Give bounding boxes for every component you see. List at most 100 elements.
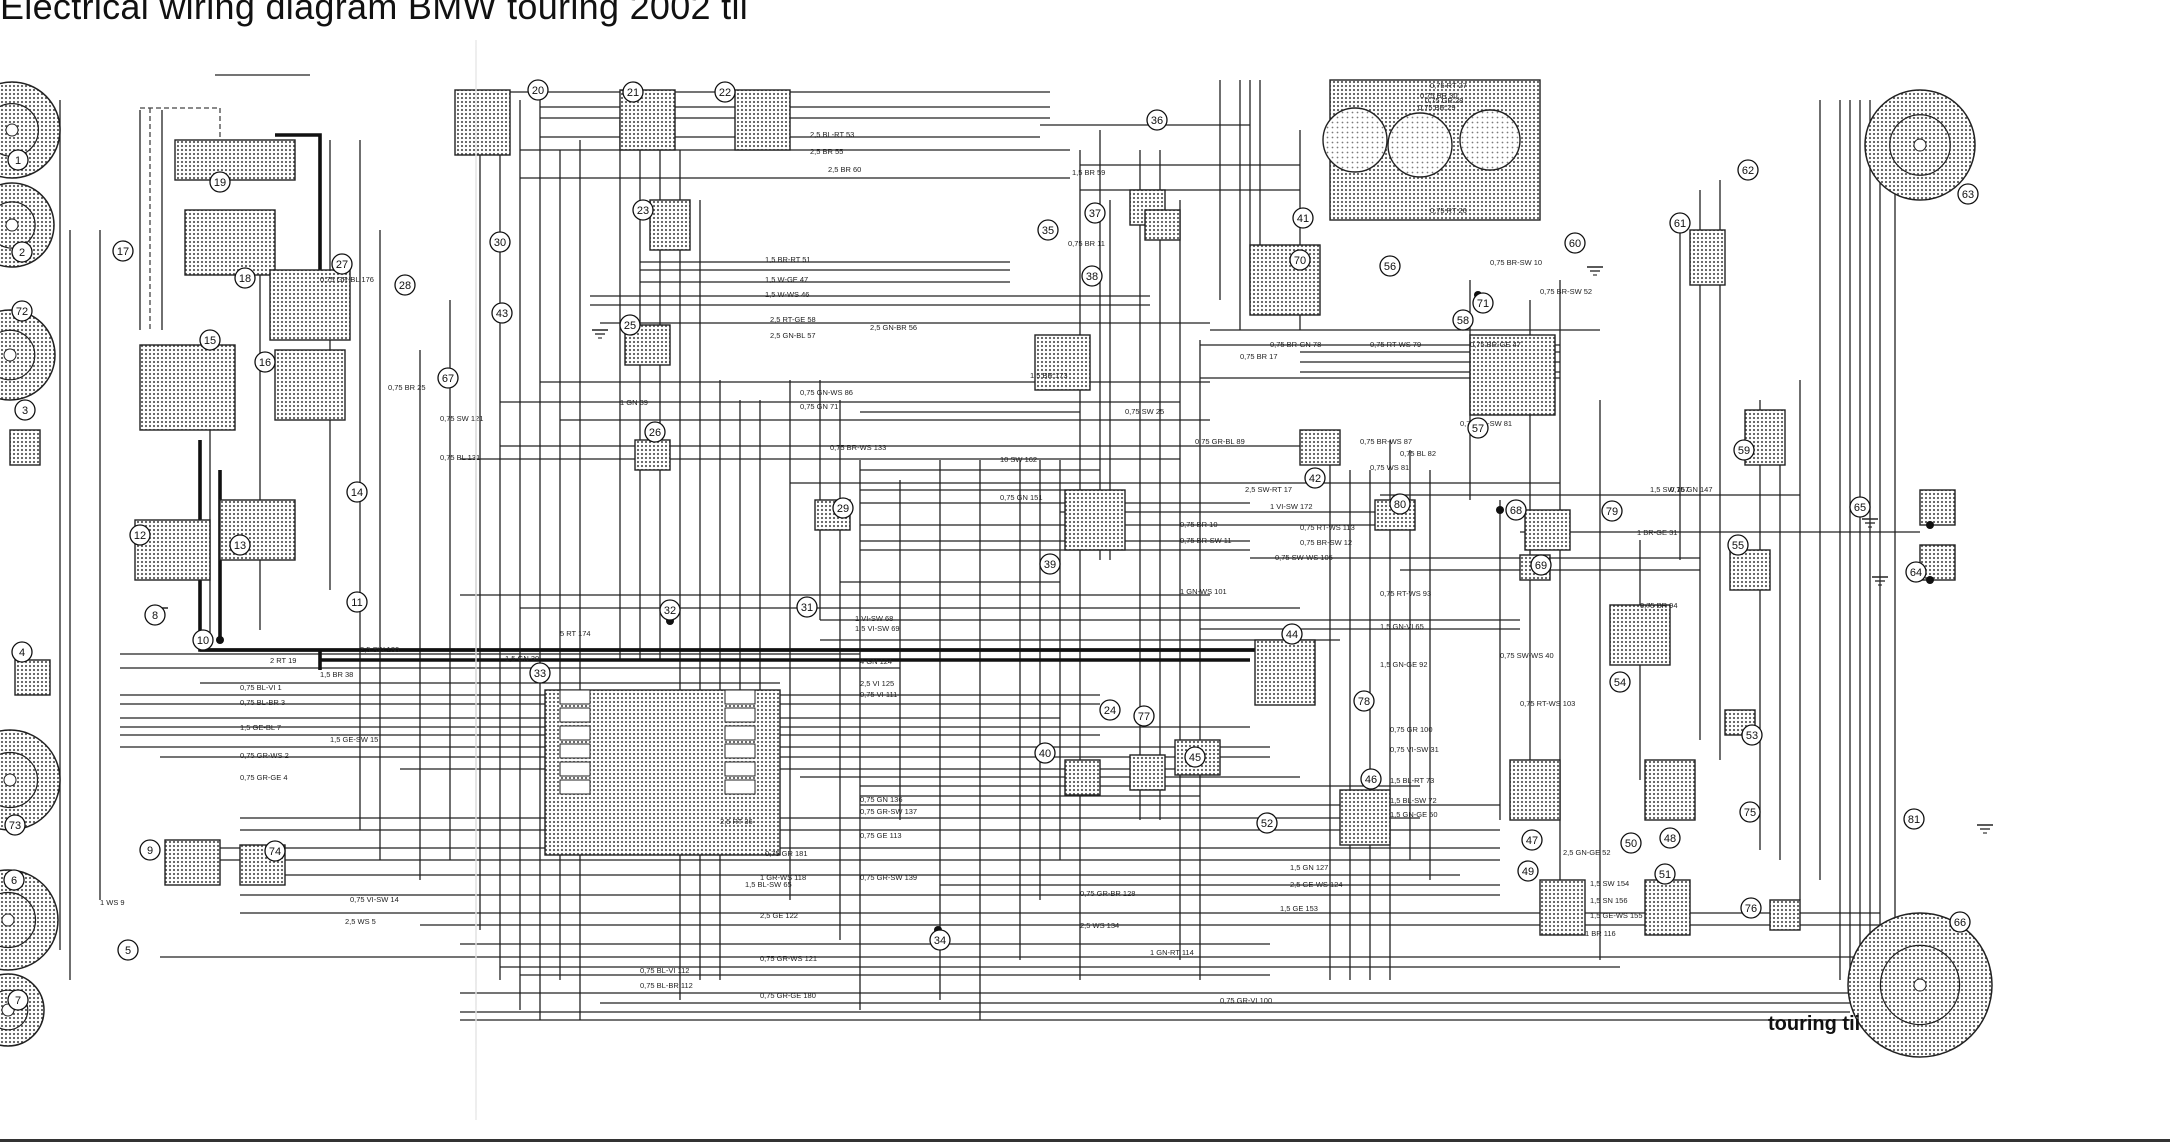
wire-label: 1,5 W-WS 46 <box>765 290 809 299</box>
component-callout-15: 15 <box>199 329 221 351</box>
lamp-72 <box>0 309 56 401</box>
component-callout-38: 38 <box>1081 265 1103 287</box>
wire-label: 2,5 BL-RT 53 <box>810 130 854 139</box>
wire-label: 1,5 SW 167 <box>1650 485 1689 494</box>
component-callout-25: 25 <box>619 314 641 336</box>
wire-label: 0,75 BR-SW 12 <box>1300 538 1352 547</box>
component-callout-35: 35 <box>1037 219 1059 241</box>
wire-label: 1,5 GN-VI 65 <box>1380 622 1424 631</box>
wire-label: 0,75 GR-VI 100 <box>1220 996 1272 1005</box>
svg-text:49: 49 <box>1522 866 1534 878</box>
component-callout-10: 10 <box>192 629 214 651</box>
component-callout-21: 21 <box>622 81 644 103</box>
component-callout-78: 78 <box>1353 690 1375 712</box>
wire-label: 1,5 VI-SW 69 <box>855 624 900 633</box>
wire-label: 5 RT 174 <box>560 629 591 638</box>
component-callout-54: 54 <box>1609 671 1631 693</box>
motor-22 <box>734 89 791 151</box>
wire-label: 1,5 GN 30 <box>505 654 539 663</box>
svg-text:69: 69 <box>1535 560 1547 572</box>
svg-text:48: 48 <box>1664 833 1676 845</box>
svg-text:65: 65 <box>1854 502 1866 514</box>
component-callout-61: 61 <box>1669 212 1691 234</box>
svg-text:9: 9 <box>147 845 153 857</box>
wire-label: 0,75 BL 131 <box>440 453 480 462</box>
component-callout-44: 44 <box>1281 623 1303 645</box>
wire-label: 2,5 GE 122 <box>760 911 798 920</box>
wire-label: 4 GN 124 <box>860 657 892 666</box>
component-callout-6: 6 <box>3 869 25 891</box>
svg-text:62: 62 <box>1742 165 1754 177</box>
svg-text:32: 32 <box>664 605 676 617</box>
svg-text:37: 37 <box>1089 208 1101 220</box>
component-callout-42: 42 <box>1304 467 1326 489</box>
wire-label: 0,75 RT-WS 103 <box>1520 699 1575 708</box>
wire-label-layer: 1,5 BR-RT 51 1,5 W-GE 47 1,5 W-WS 46 2,5 RT… <box>100 81 1713 1005</box>
svg-text:66: 66 <box>1954 917 1966 929</box>
relay-44 <box>1254 639 1316 706</box>
component-callout-63: 63 <box>1957 183 1979 205</box>
connector-4 <box>14 659 51 696</box>
wire-label: 0,75 GE 113 <box>860 831 902 840</box>
svg-text:60: 60 <box>1569 238 1581 250</box>
component-callout-4: 4 <box>11 641 33 663</box>
relay-46 <box>1339 789 1391 846</box>
wire-label: 0,75 VI 111 <box>860 690 897 699</box>
horn-37 <box>1144 209 1181 241</box>
component-callout-20: 20 <box>527 79 549 101</box>
wire-label: 0,75 GR-GE 4 <box>240 773 288 782</box>
component-callout-5: 5 <box>117 939 139 961</box>
relay-49 <box>1539 879 1586 936</box>
wire-label: 0,75 BR 10 <box>1180 520 1218 529</box>
svg-text:23: 23 <box>637 205 649 217</box>
corner-label: touring tii <box>1768 1013 1861 1035</box>
svg-text:1: 1 <box>15 155 21 167</box>
wire-label: 1,5 GE 153 <box>1280 904 1318 913</box>
relay-51 <box>1644 879 1691 936</box>
component-callout-8: 8 <box>144 604 166 626</box>
svg-text:56: 56 <box>1384 261 1396 273</box>
component-callout-57: 57 <box>1467 417 1489 439</box>
wire-label: 2,5 RT 36 <box>720 817 753 826</box>
svg-text:77: 77 <box>1138 711 1150 723</box>
component-callout-81: 81 <box>1903 808 1925 830</box>
component-layer <box>0 79 1993 1058</box>
svg-text:50: 50 <box>1625 838 1637 850</box>
svg-text:6: 6 <box>11 875 17 887</box>
wire-label: 0,75 GN 71 <box>800 402 838 411</box>
component-callout-14: 14 <box>346 481 368 503</box>
svg-text:54: 54 <box>1614 677 1626 689</box>
wire-label: 0,75 GR-WS 121 <box>760 954 817 963</box>
wire-label: 0,75 RT 27 <box>1430 81 1467 90</box>
component-callout-11: 11 <box>346 591 368 613</box>
wire-label: 0,75 GN-WS 86 <box>800 388 853 397</box>
wire-label: 0,75 GR 100 <box>1390 725 1433 734</box>
component-callout-30: 30 <box>489 231 511 253</box>
wire-label: 0,75 GR-SW 139 <box>860 873 917 882</box>
gauge-58 <box>1469 334 1556 416</box>
component-callout-40: 40 <box>1034 742 1056 764</box>
svg-text:14: 14 <box>351 487 363 499</box>
wire-label: 1,5 BL-RT 73 <box>1390 776 1434 785</box>
component-callout-26: 26 <box>644 421 666 443</box>
svg-text:68: 68 <box>1510 505 1522 517</box>
component-callout-48: 48 <box>1659 827 1681 849</box>
wire-label: 1,5 W-GE 47 <box>765 275 808 284</box>
svg-text:2: 2 <box>19 247 25 259</box>
component-callout-52: 52 <box>1256 812 1278 834</box>
wire-label: 0,75 SW-WS 40 <box>1500 651 1554 660</box>
wire-label: 2,5 WS 5 <box>345 917 376 926</box>
svg-text:15: 15 <box>204 335 216 347</box>
wire-label: 1,5 BR-RT 51 <box>765 255 811 264</box>
svg-text:10: 10 <box>197 635 209 647</box>
wire-label: 2,5 SW 130 <box>360 645 399 654</box>
component-callout-49: 49 <box>1517 860 1539 882</box>
wire-label: 1 VI-SW 68 <box>855 614 893 623</box>
svg-text:57: 57 <box>1472 423 1484 435</box>
wire-label: 0,75 GR-BL 89 <box>1195 437 1245 446</box>
component-callout-18: 18 <box>234 267 256 289</box>
component-callout-27: 27 <box>331 253 353 275</box>
wire-label: 0,75 BR-WS 133 <box>830 443 886 452</box>
svg-text:55: 55 <box>1732 540 1744 552</box>
wire-label: 1,5 BR 173 <box>1030 371 1068 380</box>
